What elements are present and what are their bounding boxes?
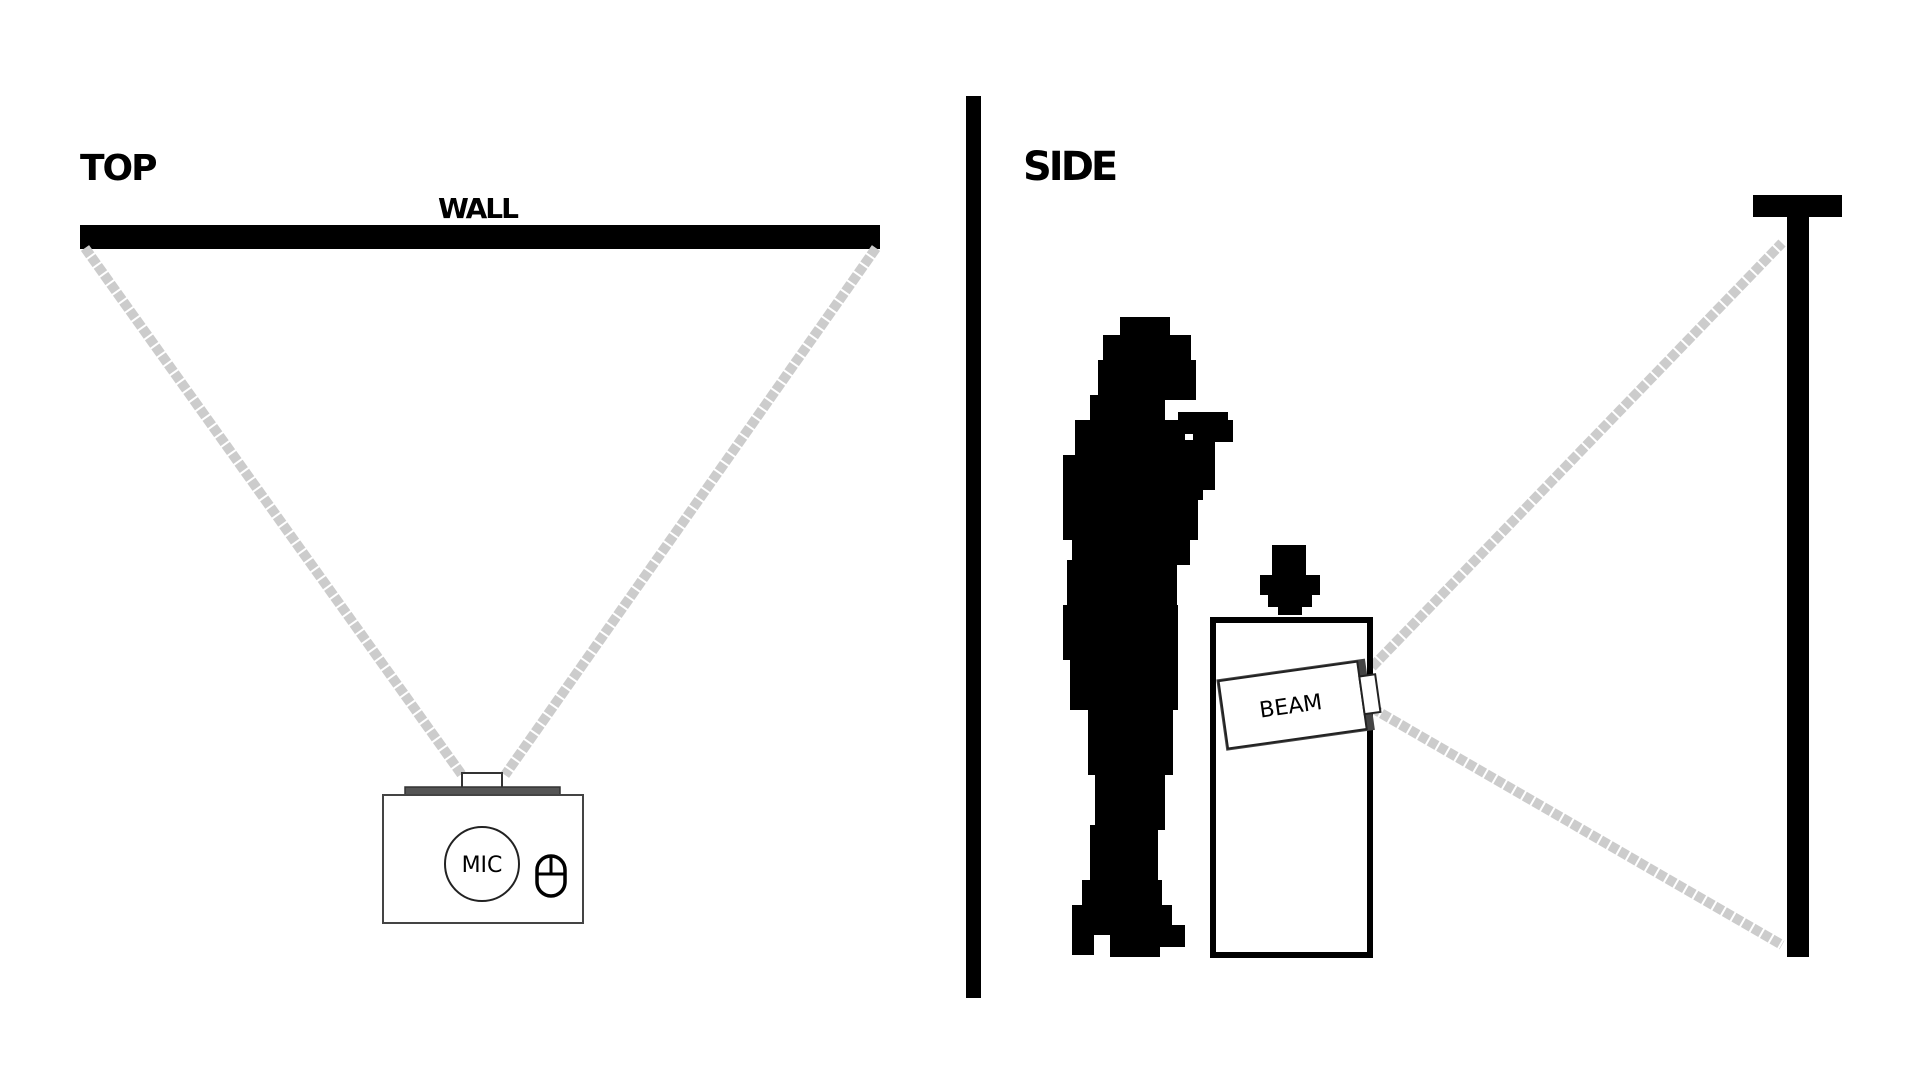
mic-label: MIC xyxy=(462,853,503,878)
light-ray-left xyxy=(80,245,467,778)
speaker-device-top: MIC xyxy=(382,772,584,924)
side-view-panel: SIDE xyxy=(1023,144,1842,958)
mouse-icon xyxy=(535,854,567,898)
projection-wall xyxy=(80,225,880,249)
person-silhouette-icon xyxy=(1063,317,1233,957)
side-wall-post xyxy=(1787,195,1809,957)
light-ray-right xyxy=(500,245,881,778)
beam-device-lens xyxy=(1358,673,1382,716)
beam-device: BEAM xyxy=(1216,658,1382,751)
side-view-title: SIDE xyxy=(1023,144,1116,190)
top-view-title: TOP xyxy=(80,148,156,189)
mic-circle xyxy=(444,826,520,902)
side-light-ray-down xyxy=(1369,703,1785,950)
panel-divider xyxy=(966,96,981,998)
side-light-ray-up xyxy=(1368,239,1786,671)
wall-label: WALL xyxy=(438,192,519,225)
arrow-down-icon xyxy=(1260,545,1320,615)
device-top-rail xyxy=(404,786,561,796)
top-view-panel: TOP WALL MIC xyxy=(80,148,881,924)
